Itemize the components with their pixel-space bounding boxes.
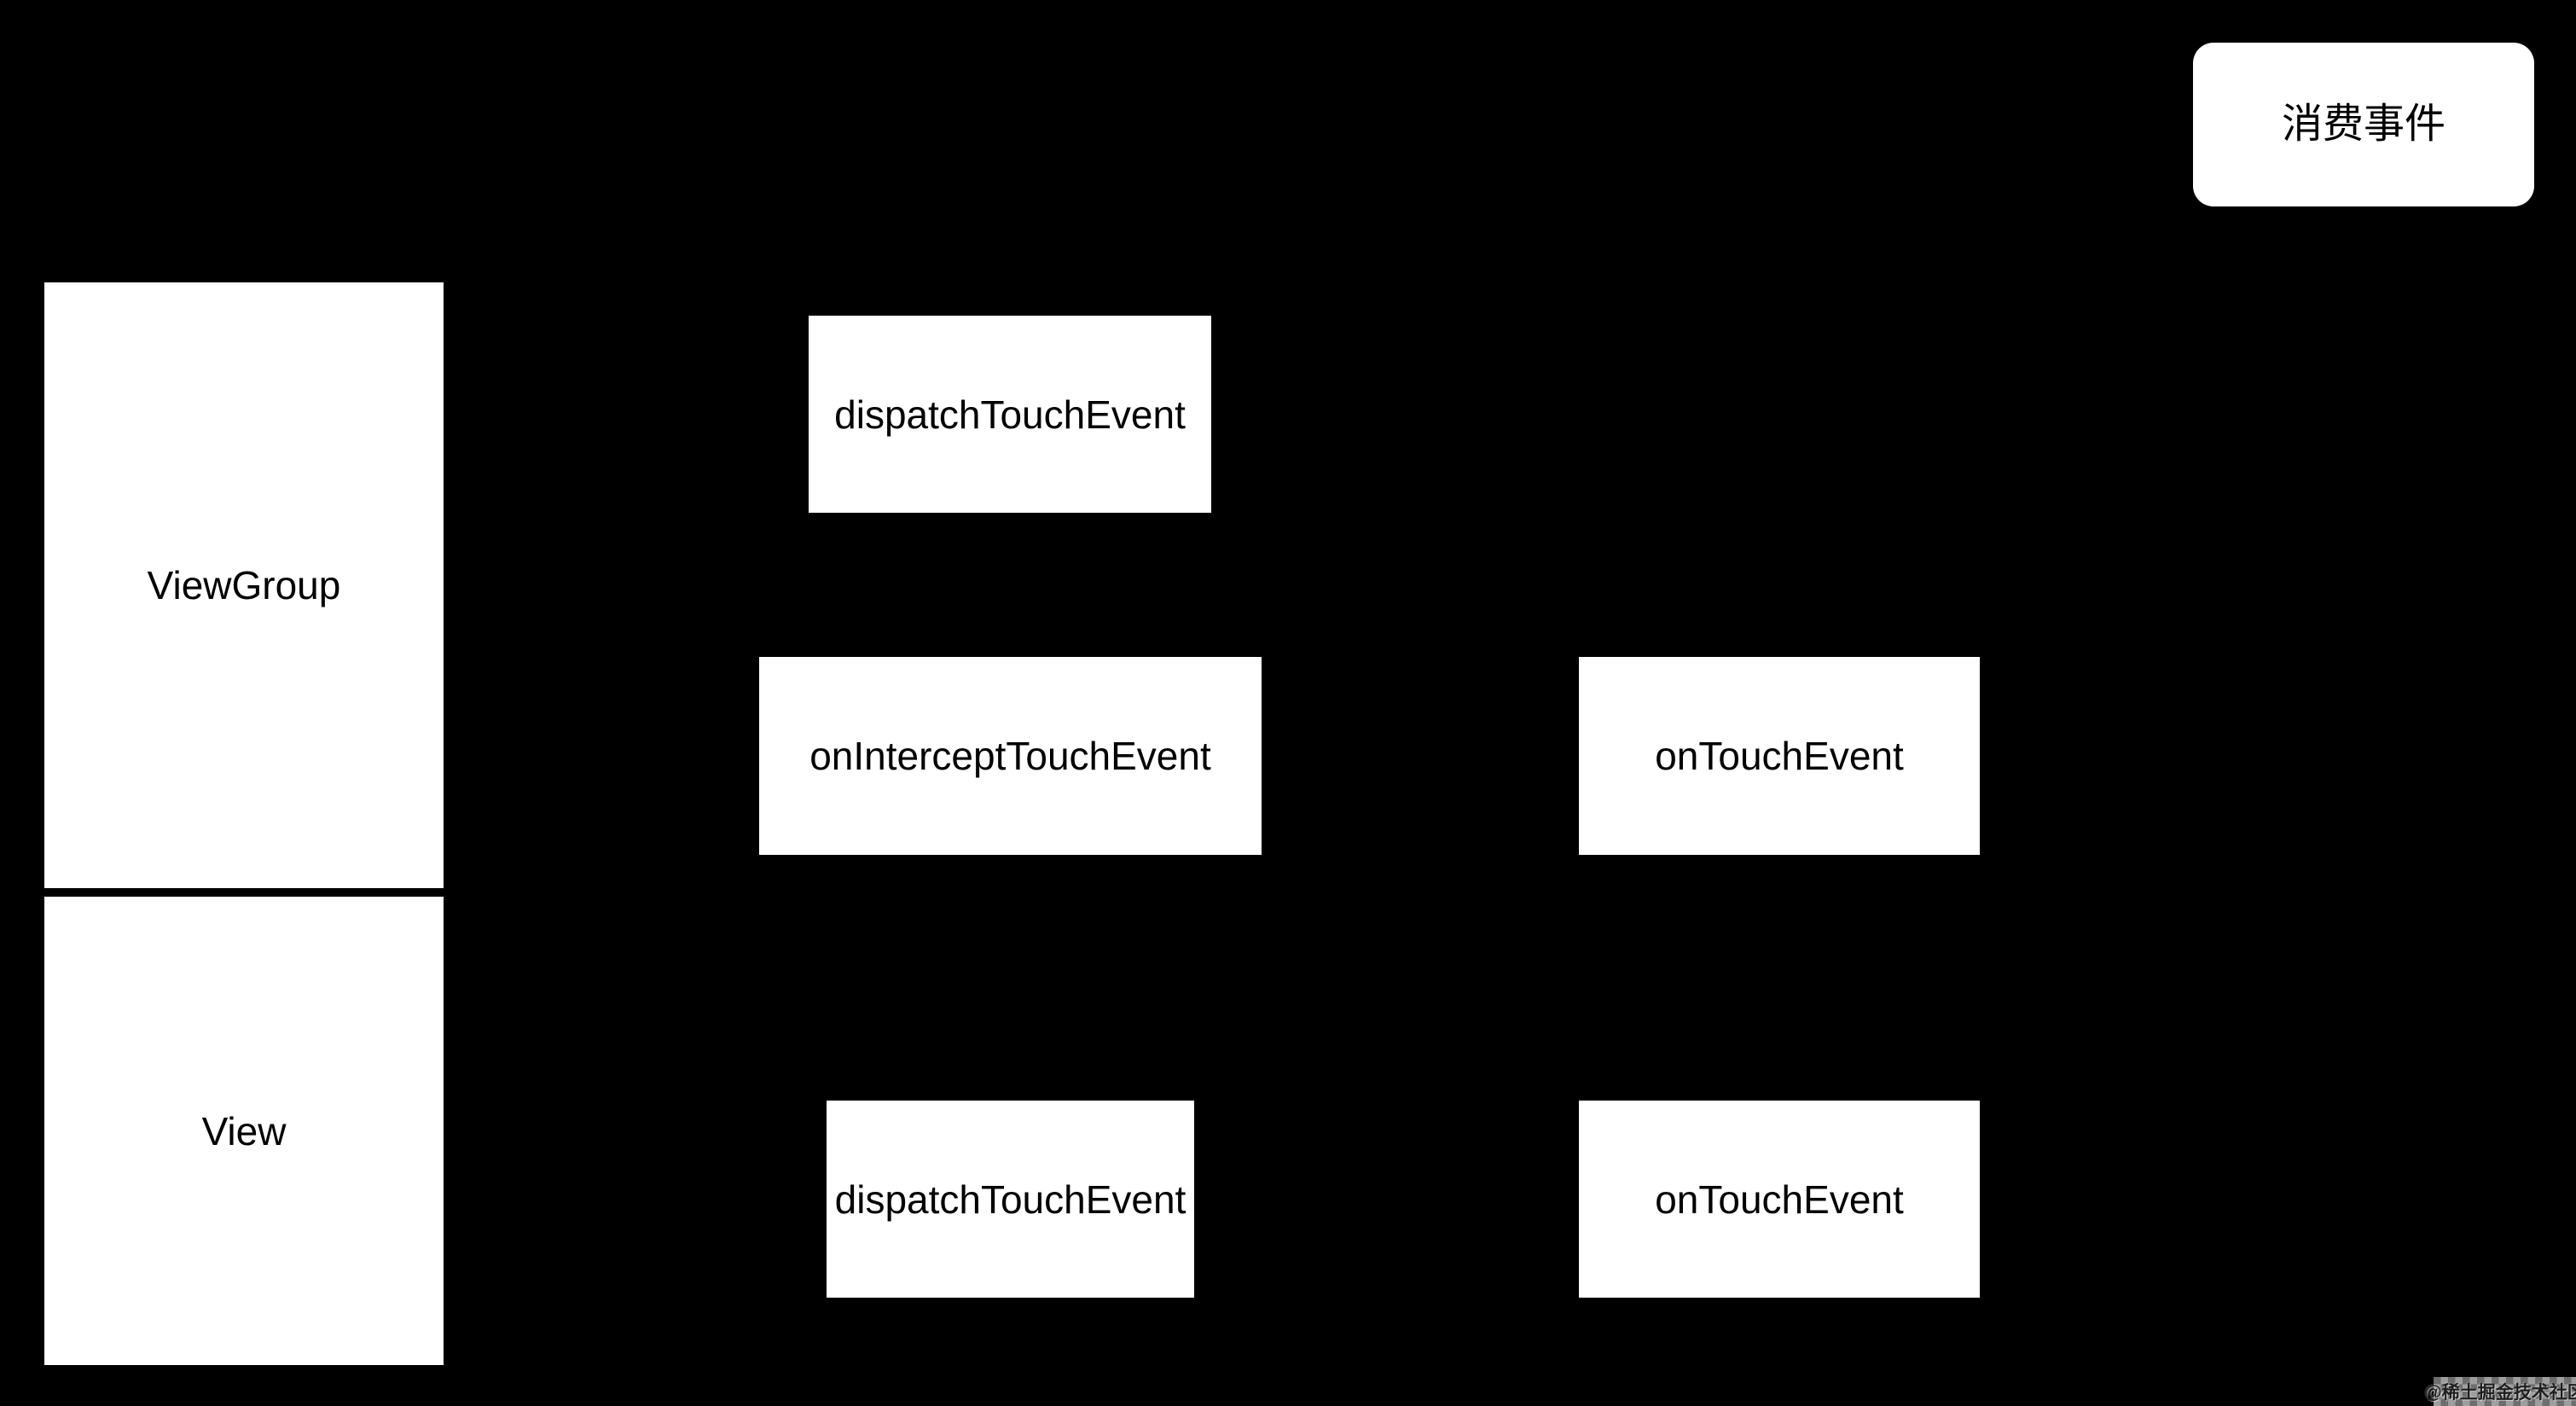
node-consume-event: 消费事件	[2193, 43, 2534, 206]
node-viewgroup-label: ViewGroup	[147, 563, 341, 607]
node-view-dispatchtouchevent: dispatchTouchEvent	[827, 1101, 1194, 1298]
watermark-text: @稀土掘金技术社区	[2424, 1383, 2576, 1403]
node-view-label: View	[201, 1108, 287, 1153]
watermark-badge: @稀土掘金技术社区	[2424, 1377, 2576, 1406]
node-viewgroup-dispatchtouchevent: dispatchTouchEvent	[809, 316, 1211, 513]
node-viewgroup-onintercepttouchevent: onInterceptTouchEvent	[759, 657, 1262, 855]
node-consume-event-label: 消费事件	[2281, 102, 2445, 147]
node-viewgroup-onintercepttouchevent-label: onInterceptTouchEvent	[809, 734, 1211, 778]
node-view-dispatchtouchevent-label: dispatchTouchEvent	[834, 1177, 1186, 1222]
node-viewgroup-ontouchevent-label: onTouchEvent	[1655, 734, 1904, 778]
node-view: View	[44, 897, 444, 1365]
node-view-ontouchevent-label: onTouchEvent	[1655, 1177, 1904, 1222]
node-viewgroup: ViewGroup	[44, 282, 444, 888]
node-viewgroup-dispatchtouchevent-label: dispatchTouchEvent	[834, 392, 1186, 437]
node-viewgroup-ontouchevent: onTouchEvent	[1579, 657, 1980, 855]
node-view-ontouchevent: onTouchEvent	[1579, 1101, 1980, 1298]
